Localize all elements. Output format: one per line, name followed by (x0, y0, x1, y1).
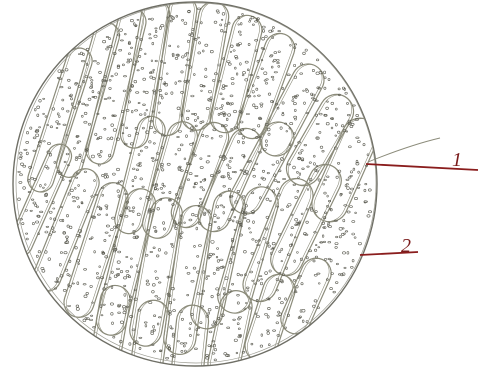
pointer-label-1: 1 (452, 150, 462, 170)
pointer-label-2: 2 (401, 236, 411, 256)
pointer-line-1-pencil (368, 138, 440, 162)
microscope-field (5, 0, 384, 369)
